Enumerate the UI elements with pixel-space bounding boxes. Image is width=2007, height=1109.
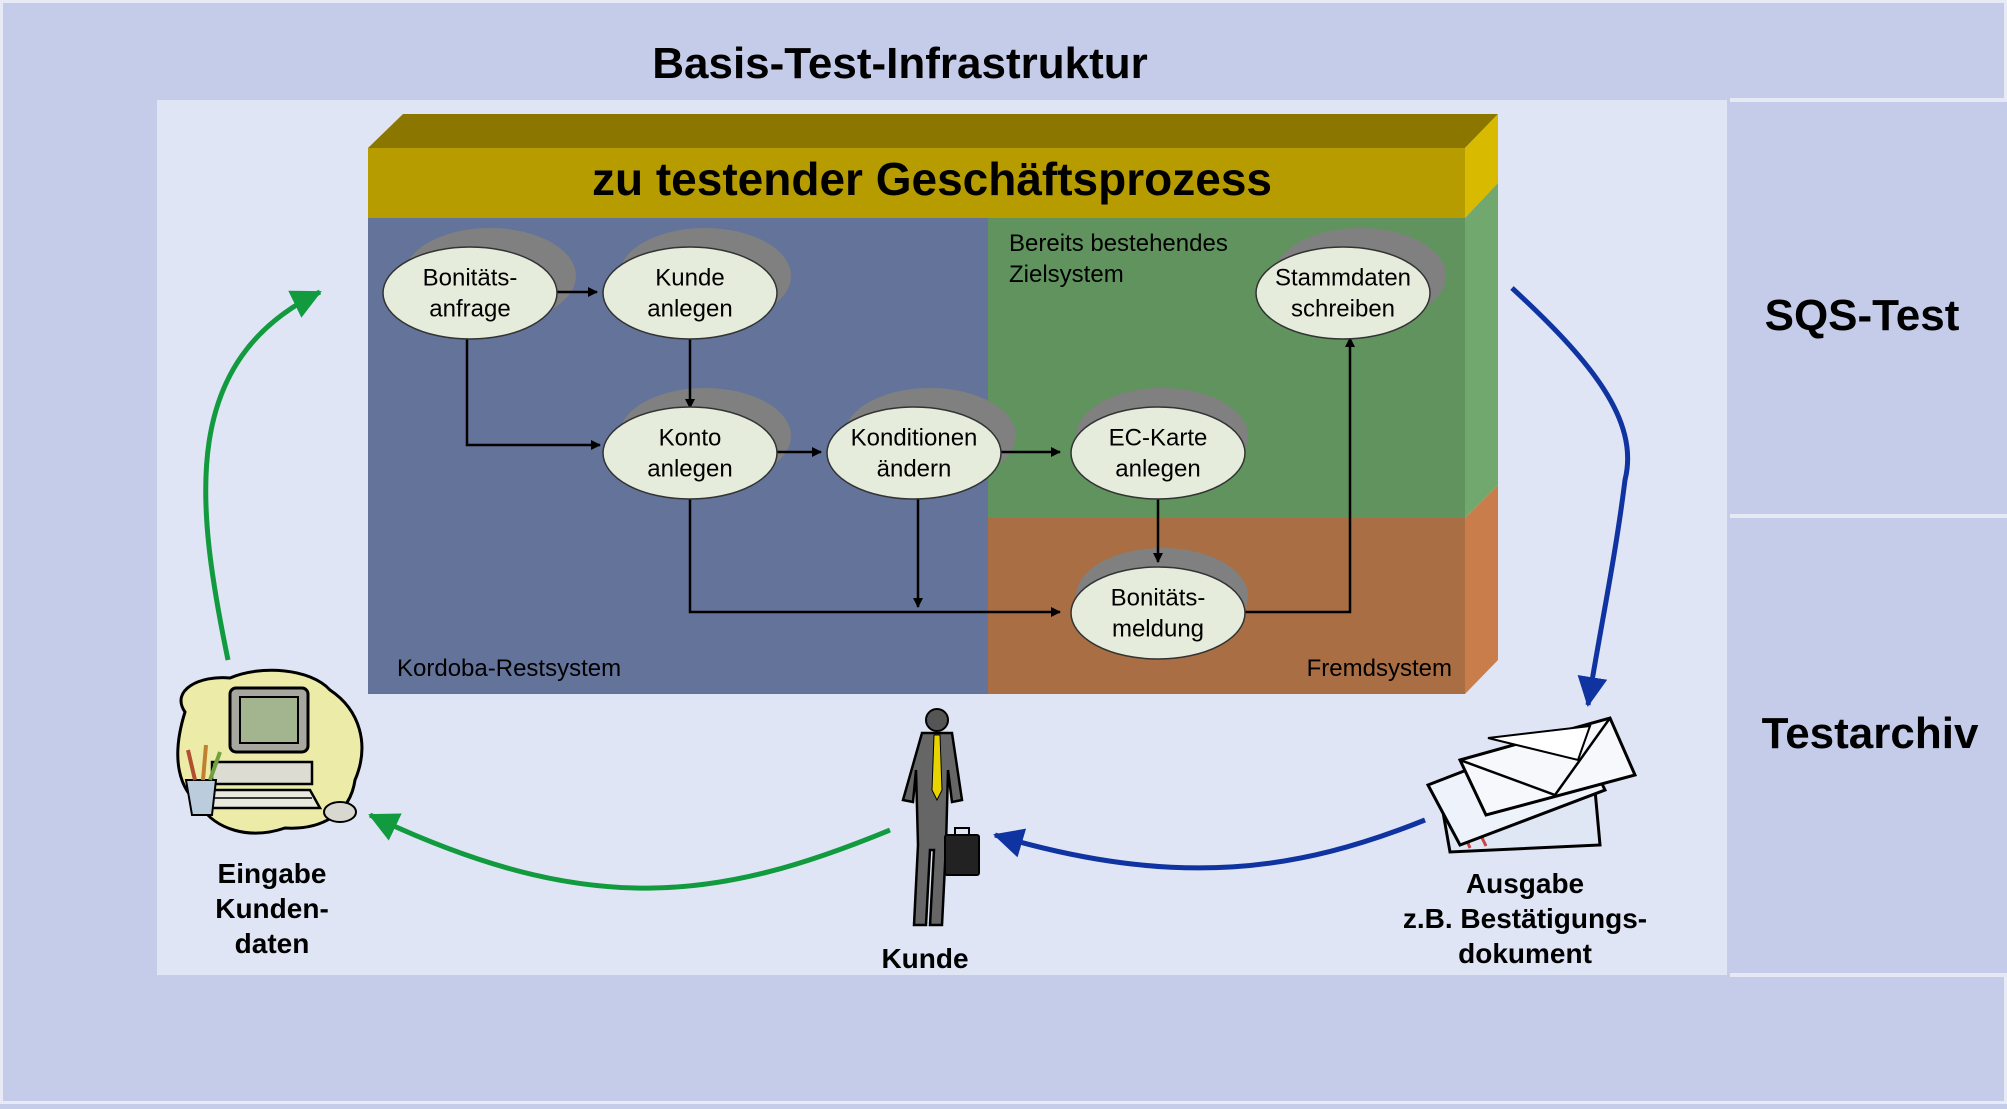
node-konto-anlegen — [602, 406, 778, 500]
panel-sqs-test — [1730, 100, 2007, 515]
node-bonitaetsanfrage — [382, 246, 558, 340]
arrow-customer-to-input — [368, 812, 891, 891]
label-testarchiv: Testarchiv — [1762, 709, 1979, 758]
arrow-output-to-customer — [993, 817, 1426, 871]
box-side-external — [1465, 485, 1498, 694]
arrow-process-to-output — [1510, 286, 1631, 707]
box-side-target — [1465, 183, 1498, 518]
region-label-fremdsystem: Fremdsystem — [1307, 655, 1452, 682]
node-label-bonitaetsanfrage: Bonitäts-anfrage — [423, 265, 518, 323]
box-top-face — [368, 114, 1498, 148]
arrow-input-to-process — [203, 289, 322, 661]
region-label-kordoba: Kordoba-Restsystem — [397, 655, 621, 682]
node-label-bonitaetsmeldung: Bonitäts-meldung — [1111, 585, 1206, 643]
node-ec-karte — [1070, 406, 1246, 500]
process-connectors — [465, 287, 1355, 617]
customer-person-icon — [901, 708, 980, 927]
box-side-header — [1465, 114, 1498, 218]
node-konditionen — [826, 406, 1002, 500]
node-kunde-anlegen — [602, 246, 778, 340]
envelopes-icon — [1425, 716, 1638, 854]
node-bonitaetsmeldung — [1070, 566, 1246, 660]
process-header-title: zu testender Geschäftsprozess — [592, 153, 1272, 205]
computer-icon — [176, 668, 364, 835]
page-title: Basis-Test-Infrastruktur — [652, 39, 1148, 88]
node-stammdaten — [1255, 246, 1431, 340]
caption-kunde: Kunde — [881, 943, 968, 974]
panel-testarchiv — [1730, 518, 2007, 975]
label-sqs-test: SQS-Test — [1765, 291, 1960, 340]
process-header — [368, 148, 1465, 218]
